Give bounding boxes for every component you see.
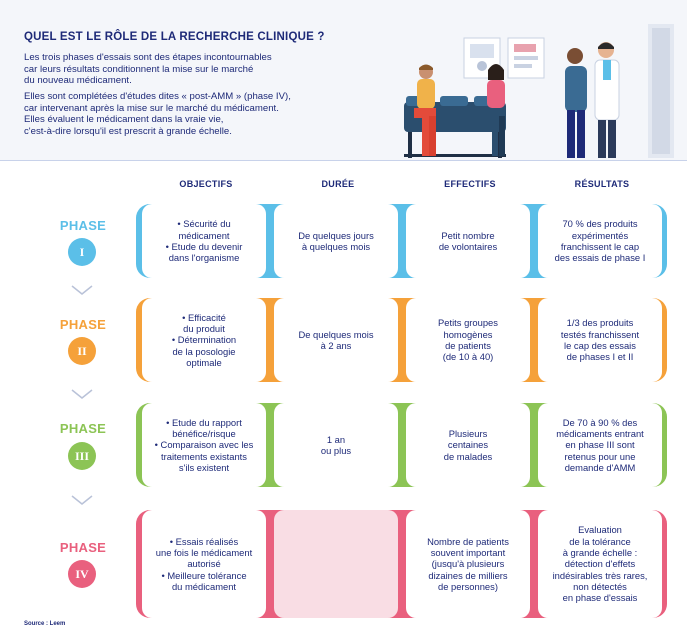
col-header-effectifs: EFFECTIFS [444,179,496,189]
phase-4-resultats: Evaluation de la tolérance à grande éche… [538,510,662,618]
intro-paragraph-1: Les trois phases d'essais sont des étape… [24,52,272,87]
phase-3-objectifs: • Etude du rapport bénéfice/risque • Com… [142,403,266,487]
phase-4-label: PHASE [59,540,107,555]
phase-4-objectifs: • Essais réalisés une fois le médicament… [142,510,266,618]
phase-1-effectifs: Petit nombre de volontaires [406,204,530,278]
phase-2-badge: II [68,337,96,365]
phase-4-effectifs: Nombre de patients souvent important (ju… [406,510,530,618]
phase-2-resultats: 1/3 des produits testés franchissent le … [538,298,662,382]
col-header-resultats: RÉSULTATS [574,179,630,189]
phase-3-row: • Etude du rapport bénéfice/risque • Com… [136,403,667,487]
phase-1-resultats: 70 % des produits expérimentés franchiss… [538,204,662,278]
phase-3-resultats: De 70 à 90 % des médicaments entrant en … [538,403,662,487]
phase-1-badge: I [68,238,96,266]
phase-3-effectifs: Plusieurs centaines de malades [406,403,530,487]
phase-2-effectifs: Petits groupes homogènes de patients (de… [406,298,530,382]
phase-4-duree [274,510,398,618]
page-title: QUEL EST LE RÔLE DE LA RECHERCHE CLINIQU… [24,31,325,43]
intro-paragraph-2: Elles sont complétées d'études dites « p… [24,91,291,137]
phase-1-duree: De quelques jours à quelques mois [274,204,398,278]
col-header-objectifs: OBJECTIFS [179,179,233,189]
phase-2-objectifs: • Efficacité du produit • Détermination … [142,298,266,382]
phase-1-label: PHASE [59,218,107,233]
phase-4-row: • Essais réalisés une fois le médicament… [136,510,667,618]
phase-3-label: PHASE [59,421,107,436]
phase-3-badge: III [68,442,96,470]
header-divider [0,160,687,161]
phase-4-badge: IV [68,560,96,588]
phase-2-duree: De quelques mois à 2 ans [274,298,398,382]
phase-2-row: • Efficacité du produit • Détermination … [136,298,667,382]
chevron-down-icon [71,495,93,505]
waiting-room-illustration [404,24,674,158]
chevron-down-icon [71,285,93,295]
phase-3-duree: 1 an ou plus [274,403,398,487]
phase-1-row: • Sécurité du médicament • Etude du deve… [136,204,667,278]
phase-2-label: PHASE [59,317,107,332]
chevron-down-icon [71,389,93,399]
phase-1-objectifs: • Sécurité du médicament • Etude du deve… [142,204,266,278]
col-header-duree: DURÉE [321,179,355,189]
source-note: Source : Leem [24,621,66,627]
